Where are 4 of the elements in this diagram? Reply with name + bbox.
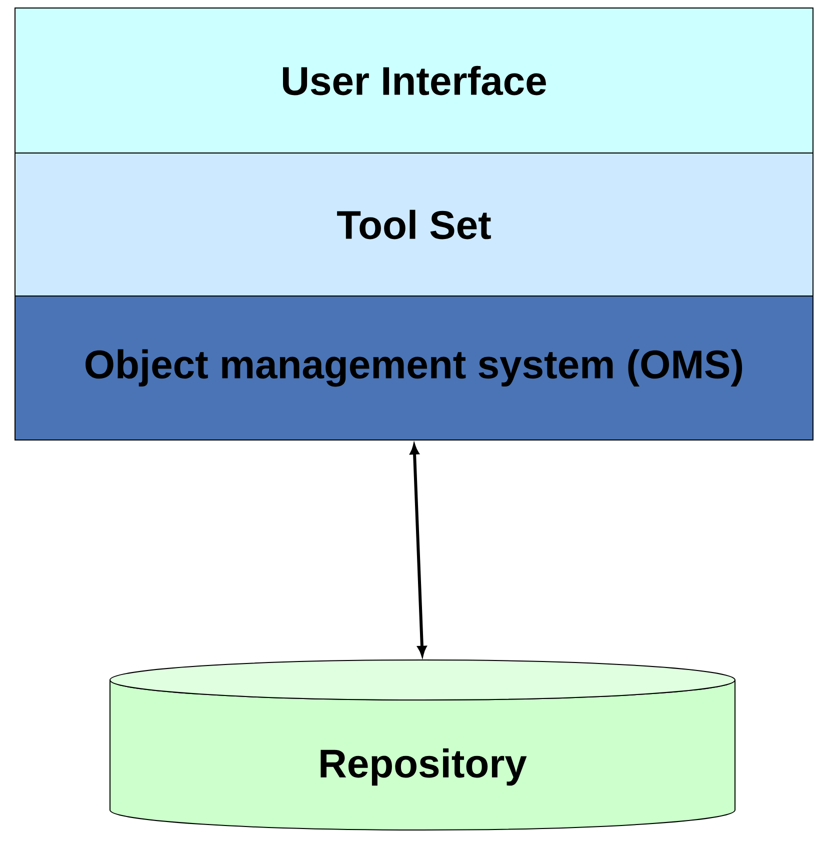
layer-box: Tool Set xyxy=(14,152,814,296)
database-cylinder: Repository xyxy=(110,660,736,830)
layer-box: User Interface xyxy=(14,8,814,154)
layer-box: Object management system (OMS) xyxy=(14,296,814,440)
